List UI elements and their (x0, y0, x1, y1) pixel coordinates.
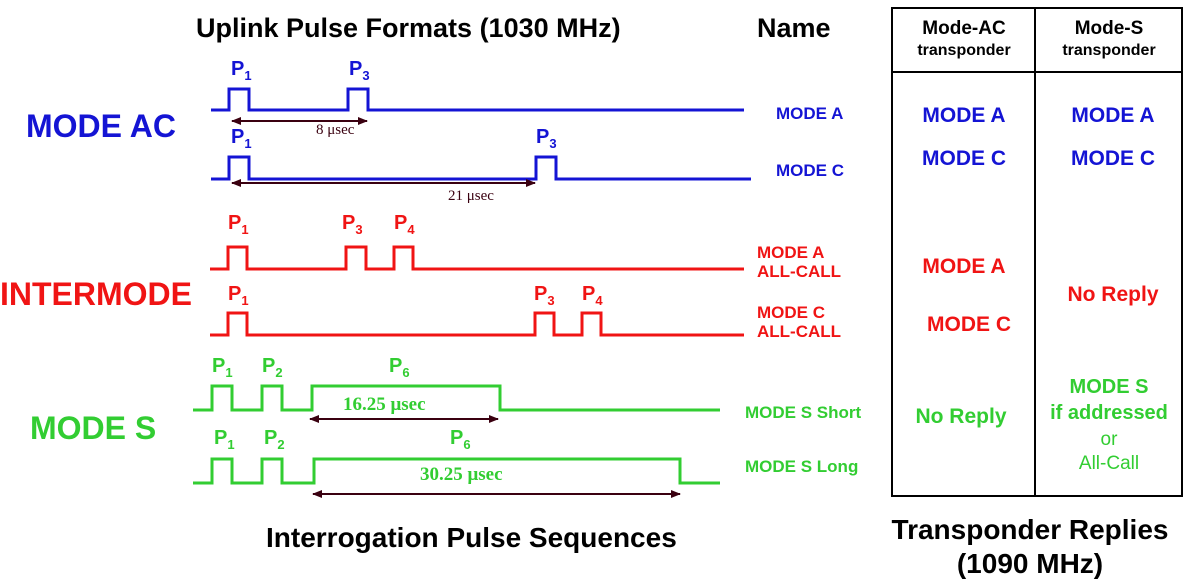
reply-s-intermode: No Reply (1067, 283, 1159, 306)
mode-s-long-width-label: 30.25 μsec (420, 464, 503, 485)
replies-table-border (891, 7, 1183, 497)
name-mode-c-allcall-line2: ALL-CALL (757, 322, 842, 341)
reply-ac-mode-c: MODE C (922, 147, 1006, 170)
bottom-caption: Interrogation Pulse Sequences (266, 522, 677, 553)
name-mode-a-allcall-line2: ALL-CALL (757, 262, 842, 281)
pulse-label-p2: P2 (264, 427, 285, 452)
pulse-label-p1: P1 (231, 126, 252, 151)
pulse-label-p6: P6 (450, 427, 471, 452)
reply-s-mode-a: MODE A (1071, 104, 1155, 127)
group-label-mode-ac: MODE AC (26, 108, 176, 144)
mode-a-waveform (211, 87, 744, 112)
reply-s-mode-s-line1: MODE S (1069, 376, 1149, 398)
mode-s-long-waveform (193, 457, 720, 485)
replies-caption-line2: (1090 MHz) (956, 548, 1104, 579)
mode-a-spacing-label: 8 μsec (316, 122, 355, 138)
mode-s-short-width-label: 16.25 μsec (343, 394, 426, 415)
reply-s-mode-s-line3: or (1100, 429, 1118, 450)
mode-c-spacing-label: 21 μsec (448, 188, 494, 204)
pulse-label-p4: P4 (394, 212, 415, 237)
name-header: Name (757, 13, 831, 43)
name-mode-a: MODE A (776, 104, 844, 123)
group-label-mode-s: MODE S (30, 410, 157, 446)
pulse-label-p3: P3 (342, 212, 363, 237)
name-mode-s-long: MODE S Long (745, 457, 859, 476)
name-mode-s-short: MODE S Short (745, 403, 862, 422)
reply-ac-mode-a: MODE A (922, 104, 1006, 127)
name-mode-a-allcall-line1: MODE A (757, 243, 825, 262)
reply-ac-intermode-a: MODE A (922, 255, 1006, 278)
table-header-mode-ac-sub: transponder (917, 42, 1011, 59)
name-mode-c: MODE C (776, 161, 844, 180)
pulse-label-p2: P2 (262, 355, 283, 380)
name-mode-c-allcall-line1: MODE C (757, 303, 825, 322)
pulse-label-p1: P1 (231, 58, 252, 83)
pulse-label-p1: P1 (228, 283, 249, 308)
reply-s-mode-c: MODE C (1071, 147, 1155, 170)
mode-s-short-waveform (193, 384, 720, 412)
mode-c-allcall-waveform (210, 311, 744, 337)
mode-a-allcall-waveform (210, 245, 744, 271)
table-header-mode-ac: Mode-AC (922, 18, 1006, 39)
pulse-label-p1: P1 (228, 212, 249, 237)
uplink-title: Uplink Pulse Formats (1030 MHz) (196, 13, 621, 43)
table-header-mode-s-sub: transponder (1062, 42, 1156, 59)
reply-ac-mode-s: No Reply (915, 405, 1007, 428)
pulse-label-p3: P3 (534, 283, 555, 308)
pulse-label-p3: P3 (536, 126, 557, 151)
pulse-label-p4: P4 (582, 283, 603, 308)
group-label-intermode: INTERMODE (0, 276, 192, 312)
pulse-label-p1: P1 (212, 355, 233, 380)
reply-ac-intermode-c: MODE C (927, 313, 1011, 336)
pulse-label-p3: P3 (349, 58, 370, 83)
replies-caption-line1: Transponder Replies (891, 514, 1169, 545)
reply-s-mode-s-line4: All-Call (1078, 453, 1140, 474)
mode-c-waveform (211, 155, 751, 181)
pulse-label-p1: P1 (214, 427, 235, 452)
reply-s-mode-s-line2: if addressed (1050, 402, 1168, 424)
pulse-label-p6: P6 (389, 355, 410, 380)
table-header-mode-s: Mode-S (1074, 18, 1144, 39)
